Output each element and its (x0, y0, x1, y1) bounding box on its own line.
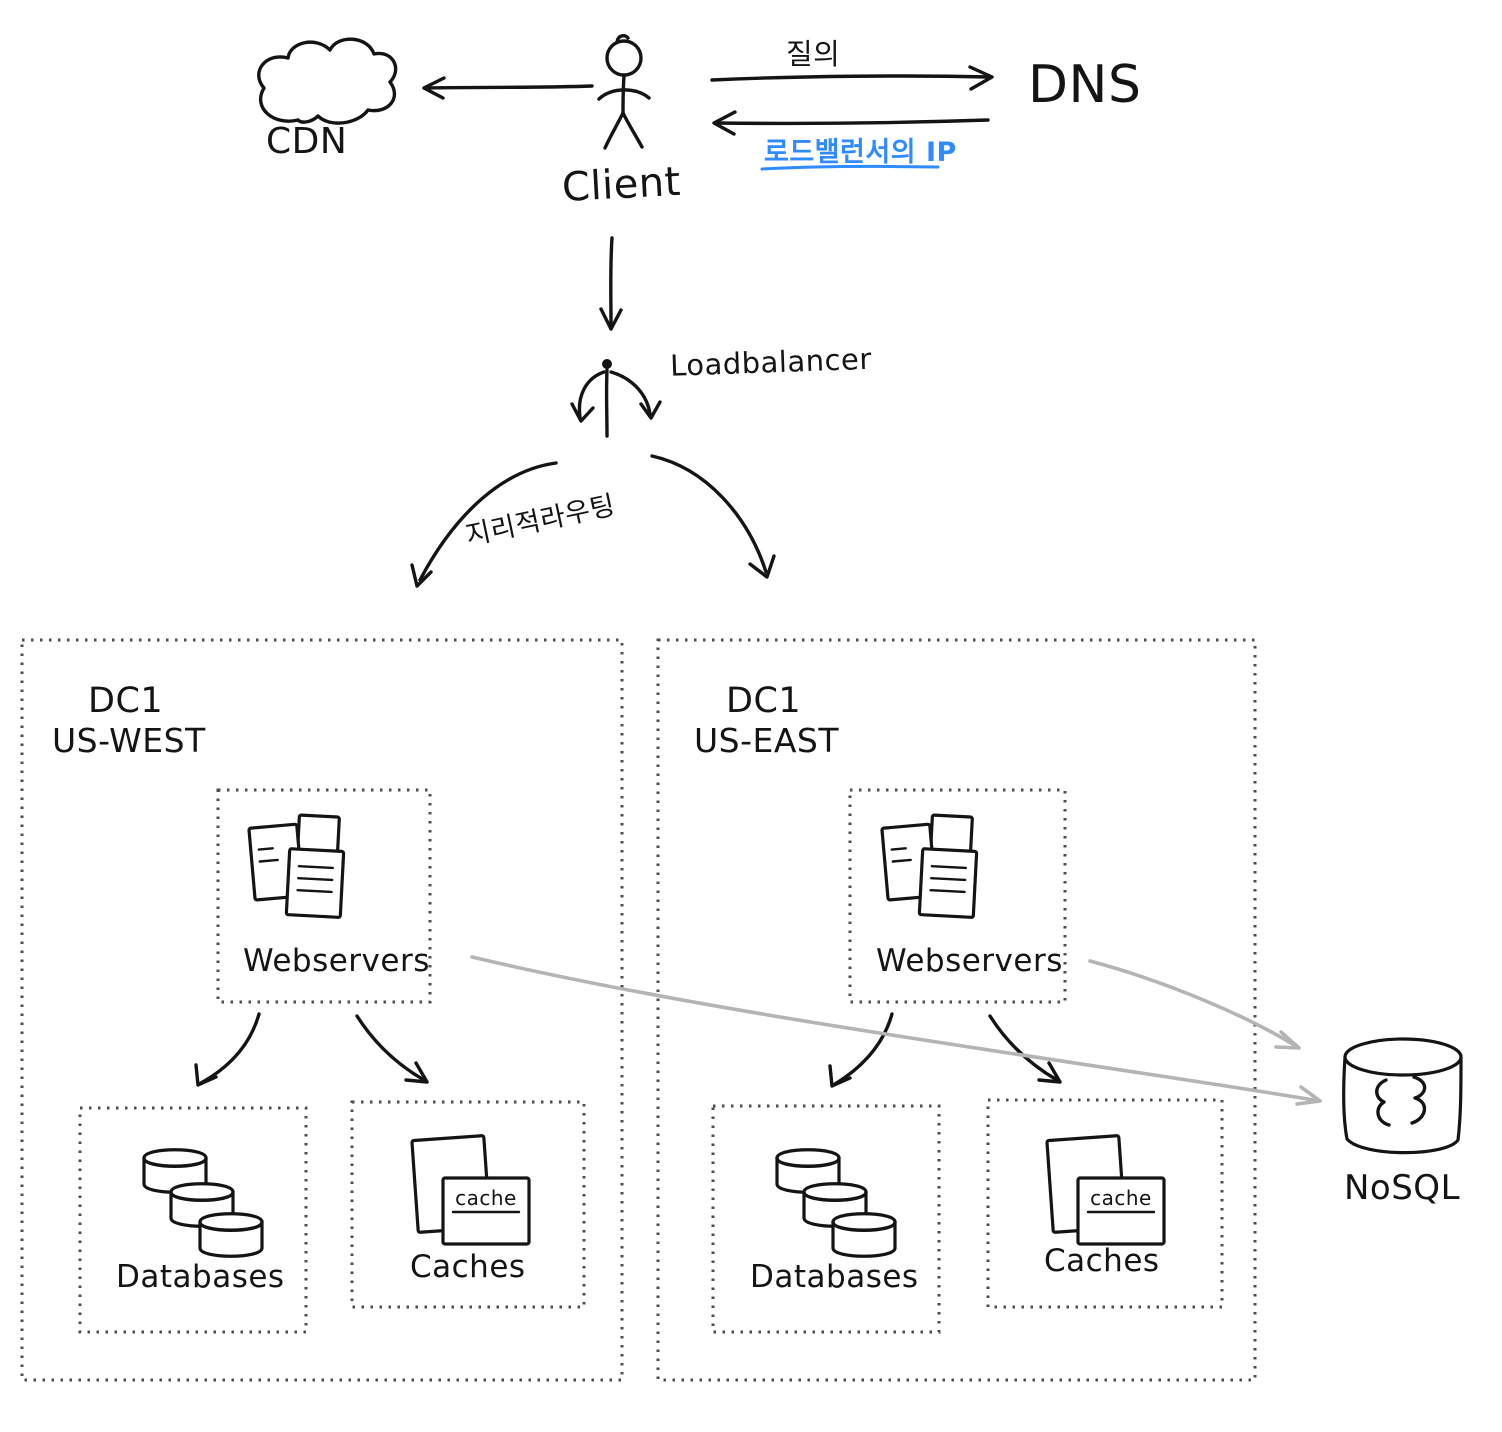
cdn-label: CDN (266, 121, 347, 162)
client-label: Client (561, 159, 682, 211)
cache-badge-east: cache (1090, 1186, 1152, 1210)
geo-routing-label: 지리적라우팅 (463, 490, 618, 552)
caches-east-group: cache Caches (986, 1098, 1224, 1309)
nosql-db-icon (1342, 1037, 1463, 1155)
dc-west-region: US-WEST (52, 721, 206, 760)
webservers-east-icon (880, 813, 979, 920)
nosql-label: NoSQL (1344, 1168, 1460, 1208)
databases-west-icon (144, 1150, 262, 1257)
arrow-webservers-east-to-caches (988, 1014, 1062, 1084)
dns-response-label-group: 로드밸런서의 IP (760, 137, 957, 171)
webservers-west-label: Webservers (243, 943, 430, 979)
databases-west-label: Databases (116, 1259, 285, 1295)
dns-response-underline (760, 164, 940, 171)
arrow-client-to-loadbalancer (599, 236, 623, 331)
cdn-cloud-icon (257, 37, 398, 125)
webservers-east-boundary (848, 788, 1067, 1004)
dc-east-boundary (656, 638, 1257, 1382)
client-figure-icon (597, 33, 651, 150)
arrow-client-to-cdn (422, 76, 594, 100)
databases-east-icon (777, 1150, 895, 1257)
webservers-west-group: Webservers (216, 788, 432, 1004)
cache-badge-west: cache (455, 1186, 517, 1210)
arrow-lb-to-dc-west (410, 461, 558, 588)
arrow-webservers-east-to-nosql (1088, 959, 1301, 1050)
databases-west-group: Databases (78, 1106, 308, 1334)
dc-east: DC1 US-EAST Webservers Databases cache C… (656, 638, 1257, 1382)
arrow-webservers-west-to-databases (194, 1012, 261, 1087)
webservers-east-label: Webservers (876, 943, 1063, 979)
caches-west-group: cache Caches (350, 1100, 586, 1309)
arrow-webservers-east-to-databases (828, 1012, 894, 1088)
caches-west-boundary (350, 1100, 586, 1309)
webservers-west-icon (247, 813, 346, 920)
dc-east-name: DC1 (726, 681, 801, 721)
arrow-lb-to-dc-east (650, 454, 776, 579)
dc-east-region: US-EAST (694, 721, 839, 760)
arrow-webservers-west-to-caches (355, 1014, 429, 1084)
arrow-client-to-dns (710, 65, 994, 91)
webservers-east-group: Webservers (848, 788, 1067, 1004)
arrow-webservers-west-to-nosql (470, 955, 1322, 1106)
arrow-dns-to-client (712, 110, 990, 136)
dc-west: DC1 US-WEST Webservers Databases cache C… (20, 638, 624, 1382)
dc-west-name: DC1 (88, 681, 163, 721)
loadbalancer-icon (570, 359, 662, 438)
dc-west-boundary (20, 638, 624, 1382)
dns-query-label: 질의 (786, 37, 840, 71)
caches-west-label: Caches (410, 1249, 526, 1285)
databases-east-label: Databases (750, 1259, 919, 1295)
dns-response-label: 로드밸런서의 IP (764, 137, 957, 168)
caches-east-label: Caches (1044, 1243, 1160, 1279)
loadbalancer-label: Loadbalancer (670, 342, 873, 383)
dns-label: DNS (1028, 55, 1141, 115)
caches-east-boundary (986, 1098, 1224, 1309)
databases-east-group: Databases (711, 1104, 941, 1334)
